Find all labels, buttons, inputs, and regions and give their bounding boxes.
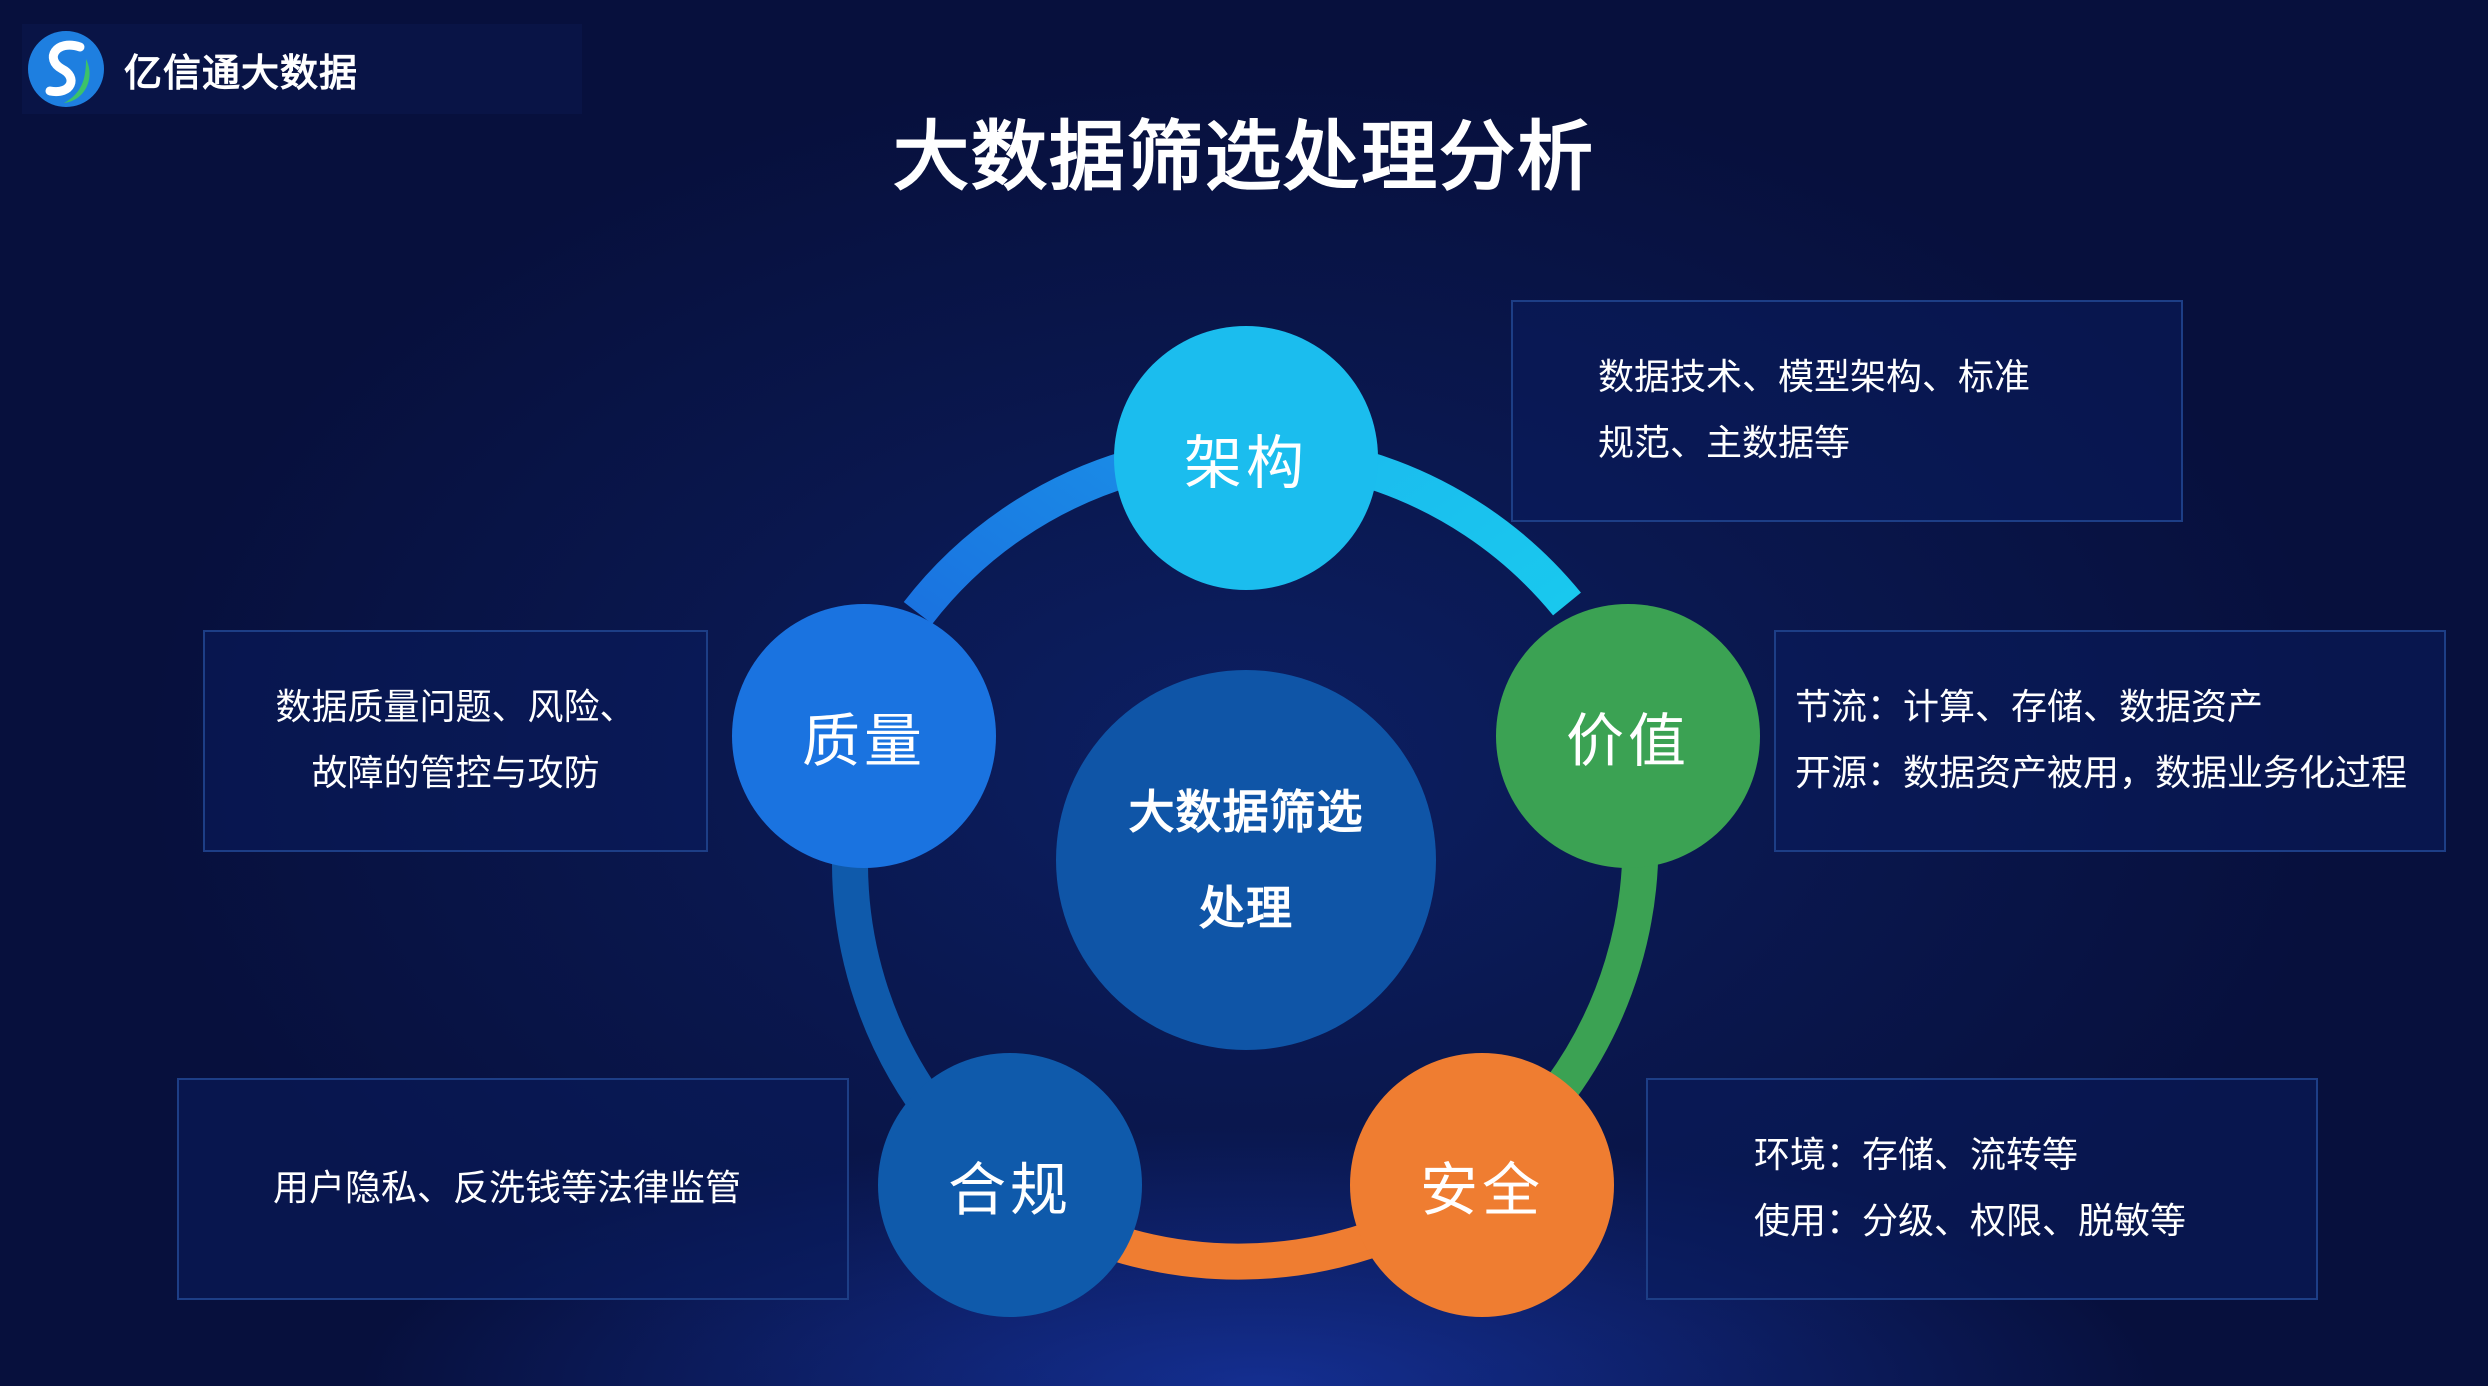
arc-quality-architecture [903,450,1136,625]
node-security: 安全 [1350,1053,1614,1317]
page-title: 大数据筛选处理分析 [893,112,1595,201]
brand-name: 亿信通大数据 [124,50,359,95]
desc-quality-line2: 故障的管控与攻防 [311,753,600,794]
desc-box-compliance: 用户隐私、反洗钱等法律监管 [177,1078,849,1300]
desc-box-quality: 数据质量问题、风险、 故障的管控与攻防 [203,630,708,852]
arc-security-compliance [1100,1219,1389,1280]
node-quality: 质量 [732,604,996,868]
desc-compliance-line1: 用户隐私、反洗钱等法律监管 [273,1168,742,1209]
desc-value-line2: 开源：数据资产被用，数据业务化过程 [1795,753,2408,794]
arc-compliance-quality [831,859,937,1108]
center-node: 大数据筛选 处理 [1056,670,1436,1050]
node-value: 价值 [1496,604,1760,868]
center-label-line2: 处理 [1199,881,1293,935]
brand-logo: 亿信通大数据 [22,24,582,114]
desc-box-value: 节流：计算、存储、数据资产 开源：数据资产被用，数据业务化过程 [1774,630,2446,852]
desc-value-line1: 节流：计算、存储、数据资产 [1795,687,2264,728]
brand-logo-icon [28,31,104,107]
desc-architecture-line2: 规范、主数据等 [1598,423,1851,464]
node-architecture: 架构 [1114,326,1378,590]
desc-box-architecture: 数据技术、模型架构、标准 规范、主数据等 [1511,300,2183,522]
center-label-line1: 大数据筛选 [1128,785,1364,839]
node-compliance: 合规 [878,1053,1142,1317]
desc-security-line2: 使用：分级、权限、脱敏等 [1754,1201,2187,1242]
desc-security-line1: 环境：存储、流转等 [1754,1135,2079,1176]
desc-quality-line1: 数据质量问题、风险、 [275,687,636,728]
arc-architecture-value [1356,450,1581,616]
desc-box-security: 环境：存储、流转等 使用：分级、权限、脱敏等 [1646,1078,2318,1300]
desc-architecture-line1: 数据技术、模型架构、标准 [1598,357,2031,398]
